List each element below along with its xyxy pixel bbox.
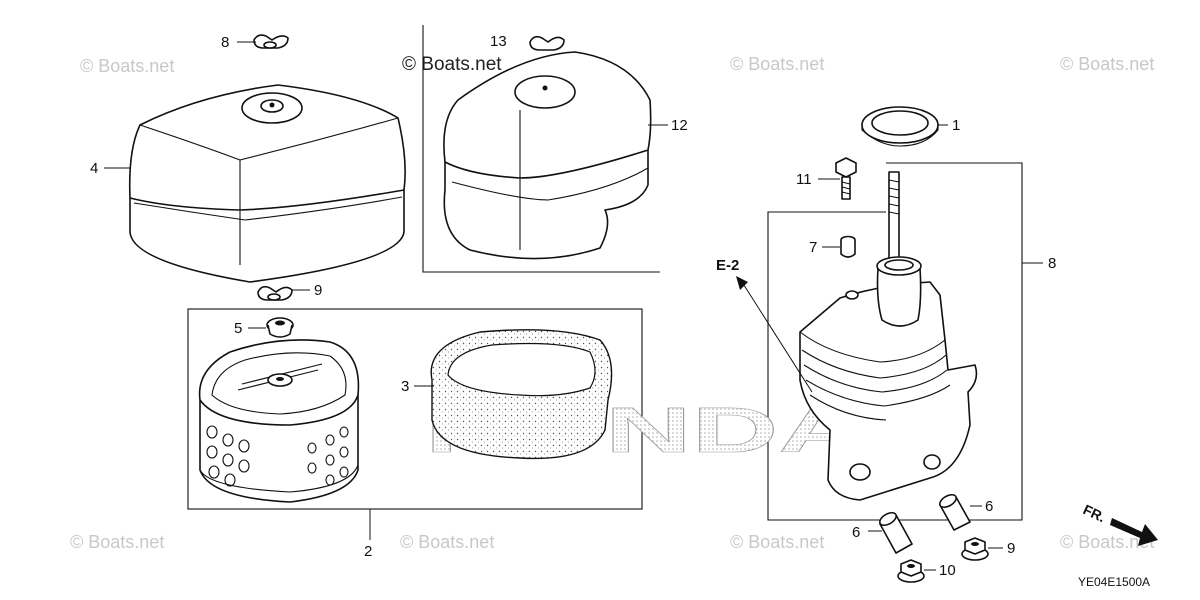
wing-nut-9-top (253, 34, 289, 49)
callout-8: 8 (1048, 255, 1056, 272)
watermark-text: © Boats.net (1060, 532, 1154, 552)
watermark-text: © Boats.net (70, 532, 164, 552)
front-label: FR. (1081, 501, 1108, 525)
wing-nut-9-bottom (257, 285, 293, 301)
callout-9-bottom: 9 (314, 282, 322, 299)
flange-nut-10-lower (897, 559, 925, 583)
leader-lines (104, 41, 1043, 571)
watermark-text: © Boats.net (80, 56, 174, 76)
cover-group-frame (422, 25, 660, 273)
flange-nut-10-upper (961, 537, 989, 561)
callout-9-top: 8 (221, 34, 229, 51)
callout-7: 7 (809, 239, 817, 256)
callout-6-right: 6 (985, 498, 993, 515)
air-cleaner-case-8 (799, 171, 978, 501)
callout-10-upper: 9 (1007, 540, 1015, 557)
watermarks: © Boats.net © Boats.net © Boats.net © Bo… (70, 54, 1154, 552)
watermark-text: © Boats.net (730, 54, 824, 74)
front-arrow-icon (1110, 518, 1158, 546)
callout-5: 5 (234, 320, 242, 337)
wing-nut-13 (529, 35, 565, 51)
callout-1: 1 (952, 117, 960, 134)
packing-ring-1 (861, 106, 939, 147)
callout-10-lower: 10 (939, 562, 956, 579)
grommet-5 (266, 317, 294, 338)
air-cleaner-element-frame (187, 308, 643, 510)
bolt-11 (835, 157, 857, 200)
callout-12: 12 (671, 117, 688, 134)
tube-6-right (939, 493, 971, 531)
callout-13: 13 (490, 33, 507, 50)
callout-4: 4 (90, 160, 98, 177)
watermark-text: © Boats.net (730, 532, 824, 552)
collar-7 (840, 235, 856, 258)
watermark-text: © Boats.net (1060, 54, 1154, 74)
watermark-text-dark: © Boats.net (402, 54, 502, 75)
callout-2: 2 (364, 543, 372, 560)
callout-6-left: 6 (852, 524, 860, 541)
diagram-code: YE04E1500A (1078, 575, 1150, 589)
callout-3: 3 (401, 378, 409, 395)
callouts: 8 4 9 5 3 2 13 12 1 11 7 8 6 6 9 10 E-2 (90, 33, 1056, 579)
air-cleaner-element-2 (198, 339, 360, 503)
foam-element-3 (430, 329, 613, 460)
air-cleaner-cover-12 (443, 51, 652, 260)
tube-6-left (879, 511, 913, 554)
callout-11: 11 (796, 171, 812, 188)
air-cleaner-cover-4 (128, 84, 406, 283)
watermark-text: © Boats.net (400, 532, 494, 552)
reference-e2: E-2 (716, 257, 739, 274)
